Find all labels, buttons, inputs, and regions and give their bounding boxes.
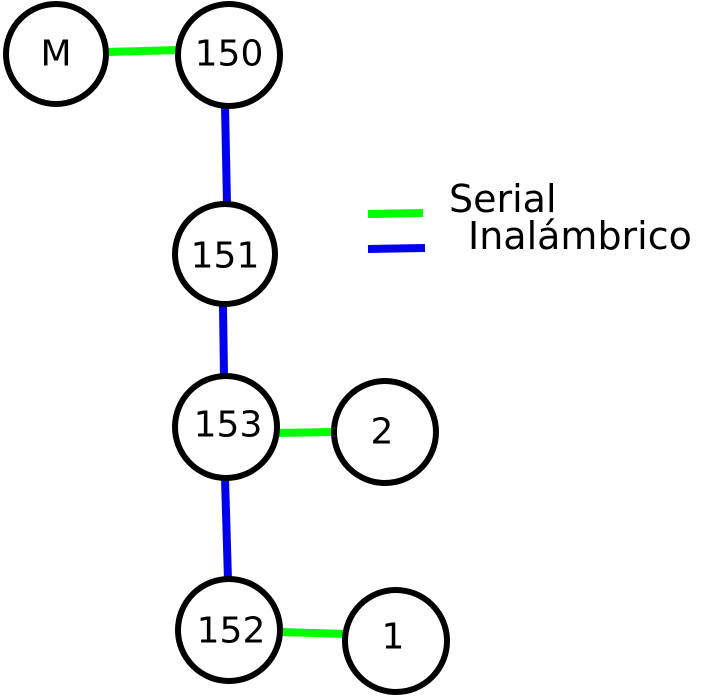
legend-wireless-swatch [367, 244, 426, 253]
edge-152-1 [280, 628, 347, 638]
edge-151-153 [219, 305, 228, 378]
edge-153-152 [221, 477, 232, 581]
node-2-label: 2 [371, 412, 394, 453]
edge-m-150 [107, 46, 179, 56]
node-151-circle [172, 201, 278, 307]
node-m-circle [3, 1, 109, 107]
node-1: 1 [342, 587, 450, 695]
node-m: M [3, 1, 109, 107]
node-m-label: M [40, 34, 71, 75]
node-2-circle [331, 378, 439, 486]
node-151: 151 [172, 201, 278, 307]
edges [107, 46, 347, 638]
node-152-label: 152 [197, 611, 266, 652]
edge-150-151 [221, 105, 231, 205]
node-150-label: 150 [195, 34, 264, 75]
node-152-circle [175, 576, 283, 684]
node-2: 2 [331, 378, 439, 486]
legend-serial-label: Serial [449, 177, 557, 221]
node-152: 152 [175, 576, 283, 684]
legend-serial-swatch [367, 209, 424, 218]
node-150: 150 [175, 1, 283, 109]
legend: Serial Inalámbrico [367, 177, 692, 258]
node-153: 153 [172, 373, 280, 481]
legend-wireless-label: Inalámbrico [468, 214, 692, 258]
node-151-label: 151 [191, 236, 260, 277]
node-1-circle [342, 587, 450, 695]
node-150-circle [175, 1, 283, 109]
node-153-label: 153 [194, 405, 263, 446]
node-153-circle [172, 373, 280, 481]
node-1-label: 1 [382, 617, 405, 658]
edge-153-2 [276, 428, 334, 437]
